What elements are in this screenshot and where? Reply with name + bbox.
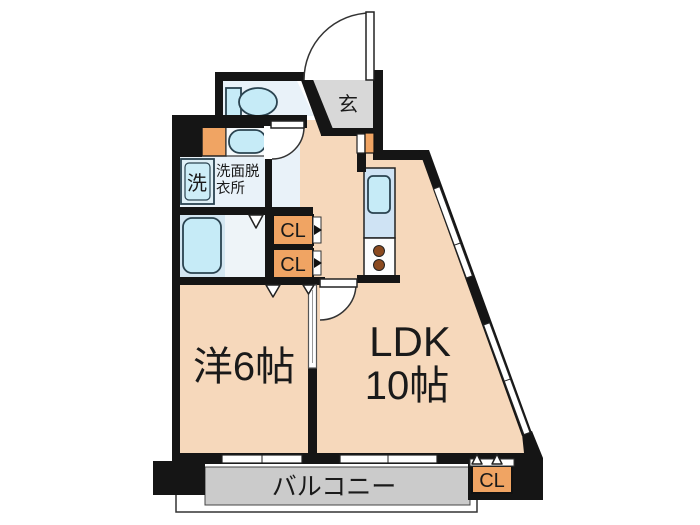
window-sash-line (454, 242, 461, 246)
balcony-deck (204, 466, 471, 506)
balcony-label: バルコニー (272, 473, 397, 501)
toilet-bowl-icon (238, 87, 278, 117)
kitchen-stove-cabinet (363, 237, 396, 278)
window-diagonal-lower (482, 321, 531, 436)
washroom-label-line2: 衣所 (216, 180, 245, 197)
kitchen-sink-icon (367, 175, 391, 214)
wall (265, 215, 273, 277)
washroom-door-leaf (270, 120, 305, 129)
washroom-label-line1: 洗面脱 (216, 163, 260, 180)
closet-2-label: CL (280, 254, 306, 276)
closet-2-door-arrow (314, 258, 322, 268)
entrance-label: 玄 (338, 93, 358, 116)
wall (172, 207, 313, 215)
entrance-door-arc (303, 12, 372, 81)
wall (172, 277, 325, 285)
closet-3-door-marker (471, 453, 483, 465)
closet-3 (471, 465, 513, 494)
stove-burner-icon (373, 245, 385, 257)
bathroom-door-marker (248, 214, 264, 229)
closet-3-label: CL (479, 470, 505, 492)
washroom-door-arc (271, 126, 305, 160)
ldk-door-leaf (319, 278, 358, 288)
window-diagonal-upper (432, 185, 474, 279)
wall (172, 453, 470, 464)
wall (357, 275, 400, 283)
wall (308, 368, 317, 458)
ldk-door-swing (320, 284, 356, 320)
wall-closet-divider (273, 244, 313, 250)
washer-label: 洗 (187, 172, 207, 195)
ldk-door-arc (319, 283, 357, 321)
wall (373, 70, 383, 155)
wall (373, 150, 428, 160)
wall (265, 128, 272, 215)
stove-burner-icon (373, 259, 385, 271)
closet-1-door-arrow (314, 225, 322, 235)
wall (321, 128, 383, 136)
washroom-door-opening (264, 126, 273, 159)
wall (215, 72, 223, 122)
corner-cabinet (201, 124, 227, 157)
entrance-door-leaf (365, 11, 375, 81)
vanity-sink-icon (228, 129, 267, 154)
wall-balcony-left-pier (153, 461, 205, 495)
wall-diagonal-entrance (298, 72, 333, 135)
wall (215, 72, 307, 81)
entrance-door-swing (304, 13, 371, 80)
hall-door-marker (302, 284, 315, 295)
wall (172, 115, 180, 462)
window-sash-line (504, 378, 511, 382)
closet-2 (272, 248, 314, 279)
closet-1-label: CL (280, 220, 306, 242)
western-room-label: 洋6帖 (193, 345, 295, 389)
shoe-cabinet-door (356, 133, 366, 154)
ldk-label-line2: 10帖 (365, 364, 450, 408)
washroom-door-swing (272, 127, 304, 159)
ldk-label-line1: LDK (369, 318, 451, 365)
washing-machine-icon (184, 162, 211, 201)
bathtub-icon (182, 217, 222, 274)
shoe-cabinet (364, 132, 375, 154)
closet-3-door-marker (491, 453, 503, 465)
western-room-door-marker (265, 284, 281, 298)
bathroom-entry-area (225, 215, 265, 277)
